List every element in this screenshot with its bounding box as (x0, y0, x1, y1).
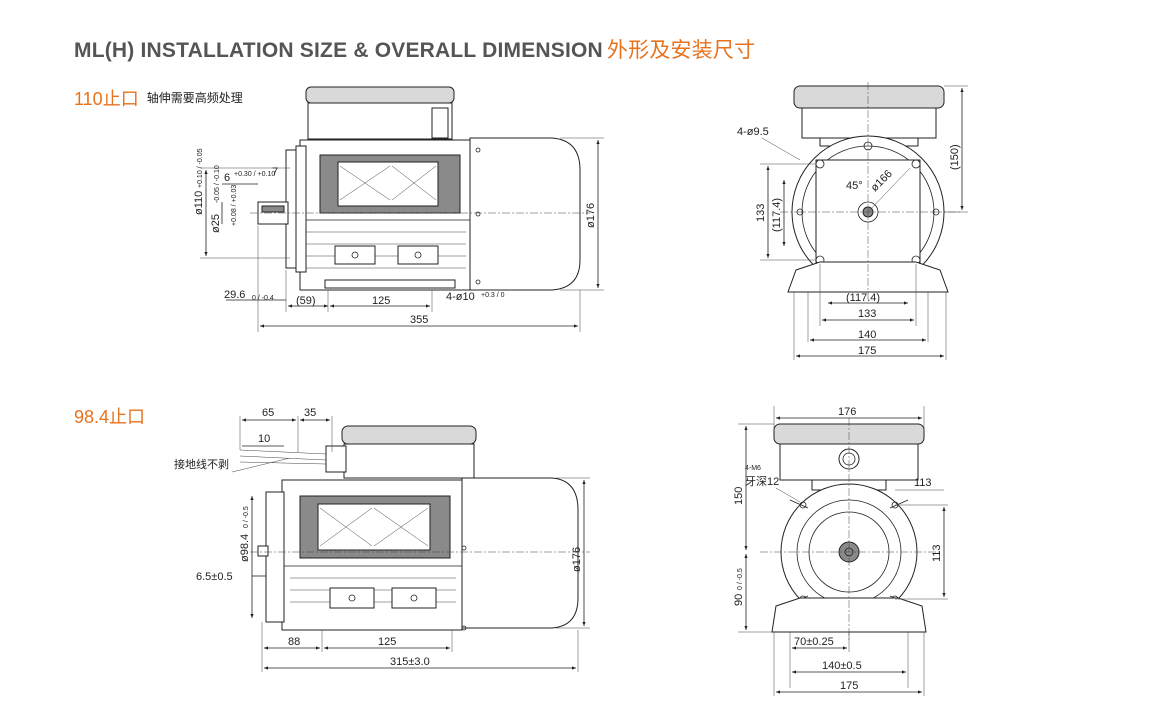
section2-label: 98.4止口 (74, 407, 146, 427)
title-cn: 外形及安装尺寸 (606, 39, 756, 62)
dim-front-113b: 113 (931, 544, 943, 562)
dim-front-holes: 4-ø9.5 (737, 126, 769, 138)
page-title: ML(H) INSTALLATION SIZE & OVERALL DIMENS… (74, 34, 755, 64)
dim-front-140: 140 (858, 329, 876, 341)
dim-flange-tol: +0.10 / -0.05 (197, 148, 204, 188)
dim-front-117v: (117.4) (771, 198, 783, 232)
motor-side-view-98: 65 35 10 接地线不剥 ø98.4 0 / -0.5 6.5±0.5 88… (174, 407, 590, 672)
dim-keyway: 6 (224, 172, 230, 184)
dim-holes: 4-ø10 (446, 291, 475, 303)
motor-front-view-110: 4-ø9.5 45° ø166 133 (117.4) (150) (117.4… (737, 82, 968, 360)
dim-front-133v: 133 (755, 204, 767, 222)
dim-front-133h: 133 (858, 308, 876, 320)
dim-shaft-dia: ø25 (210, 214, 222, 233)
dim-7: 7 (272, 166, 278, 178)
dim-keyway-tol: +0.30 / +0.10 (234, 171, 275, 178)
dim-shaft-tol: -0.05 / -0.10 (214, 165, 221, 203)
dim-front-90: 90 (733, 594, 745, 606)
ground-note: 接地线不剥 (174, 457, 229, 471)
dim-shaft-tol2: +0.08 / +0.03 (231, 185, 238, 226)
dim-88: 88 (288, 636, 300, 648)
dim-35: 35 (304, 407, 316, 419)
dim-front-140b: 140±0.5 (822, 660, 862, 672)
dim-29-6-tol: 0 / -0.4 (252, 295, 274, 302)
section1-note: 轴伸需要高频处理 (146, 91, 243, 105)
dim-65: 65 (262, 407, 274, 419)
dim-59: (59) (296, 295, 316, 307)
dim-holes-tol: +0.3 / 0 (481, 292, 505, 299)
dim-176: ø176 (585, 203, 597, 228)
dim-98: ø98.4 (239, 534, 251, 562)
dim-front-70: 70±0.25 (794, 636, 834, 648)
section1-heading: 110止口轴伸需要高频处理 (74, 85, 243, 111)
section1-label: 110止口 (74, 89, 139, 109)
dim-front-90-tol: 0 / -0.5 (737, 568, 744, 590)
dim-angle: 45° (846, 180, 863, 192)
dim-315: 315±3.0 (390, 656, 430, 668)
motor-side-view-110: ø110 +0.10 / -0.05 ø25 -0.05 / -0.10 +0.… (193, 86, 604, 332)
section2-heading: 98.4止口 (74, 403, 145, 429)
title-en: ML(H) INSTALLATION SIZE & OVERALL DIMENS… (74, 39, 603, 62)
dim-front-117h: (117.4) (846, 292, 880, 304)
dim-front-175b: 175 (840, 680, 858, 692)
dim-98-tol: 0 / -0.5 (243, 506, 250, 528)
dim-flange-dia: ø110 (193, 191, 205, 215)
dim-front-150b: 150 (733, 487, 745, 505)
dim-m6: 4-M6 (745, 465, 761, 472)
dim-355: 355 (410, 314, 428, 326)
motor-front-view-98: 176 4-M6 牙深12 113 113 150 90 0 / -0.5 70… (733, 406, 948, 696)
dim-29-6: 29.6 (224, 289, 245, 301)
dim-176b: ø176 (571, 547, 583, 572)
dim-6-5: 6.5±0.5 (196, 571, 233, 583)
dim-depth: 牙深12 (745, 475, 779, 488)
dim-front-175: 175 (858, 345, 876, 357)
dim-front-176: 176 (838, 406, 856, 418)
dim-125b: 125 (378, 636, 396, 648)
dim-front-150: (150) (949, 144, 961, 170)
dim-front-113a: 113 (914, 477, 932, 489)
dim-10: 10 (258, 433, 270, 445)
dim-125: 125 (372, 295, 390, 307)
